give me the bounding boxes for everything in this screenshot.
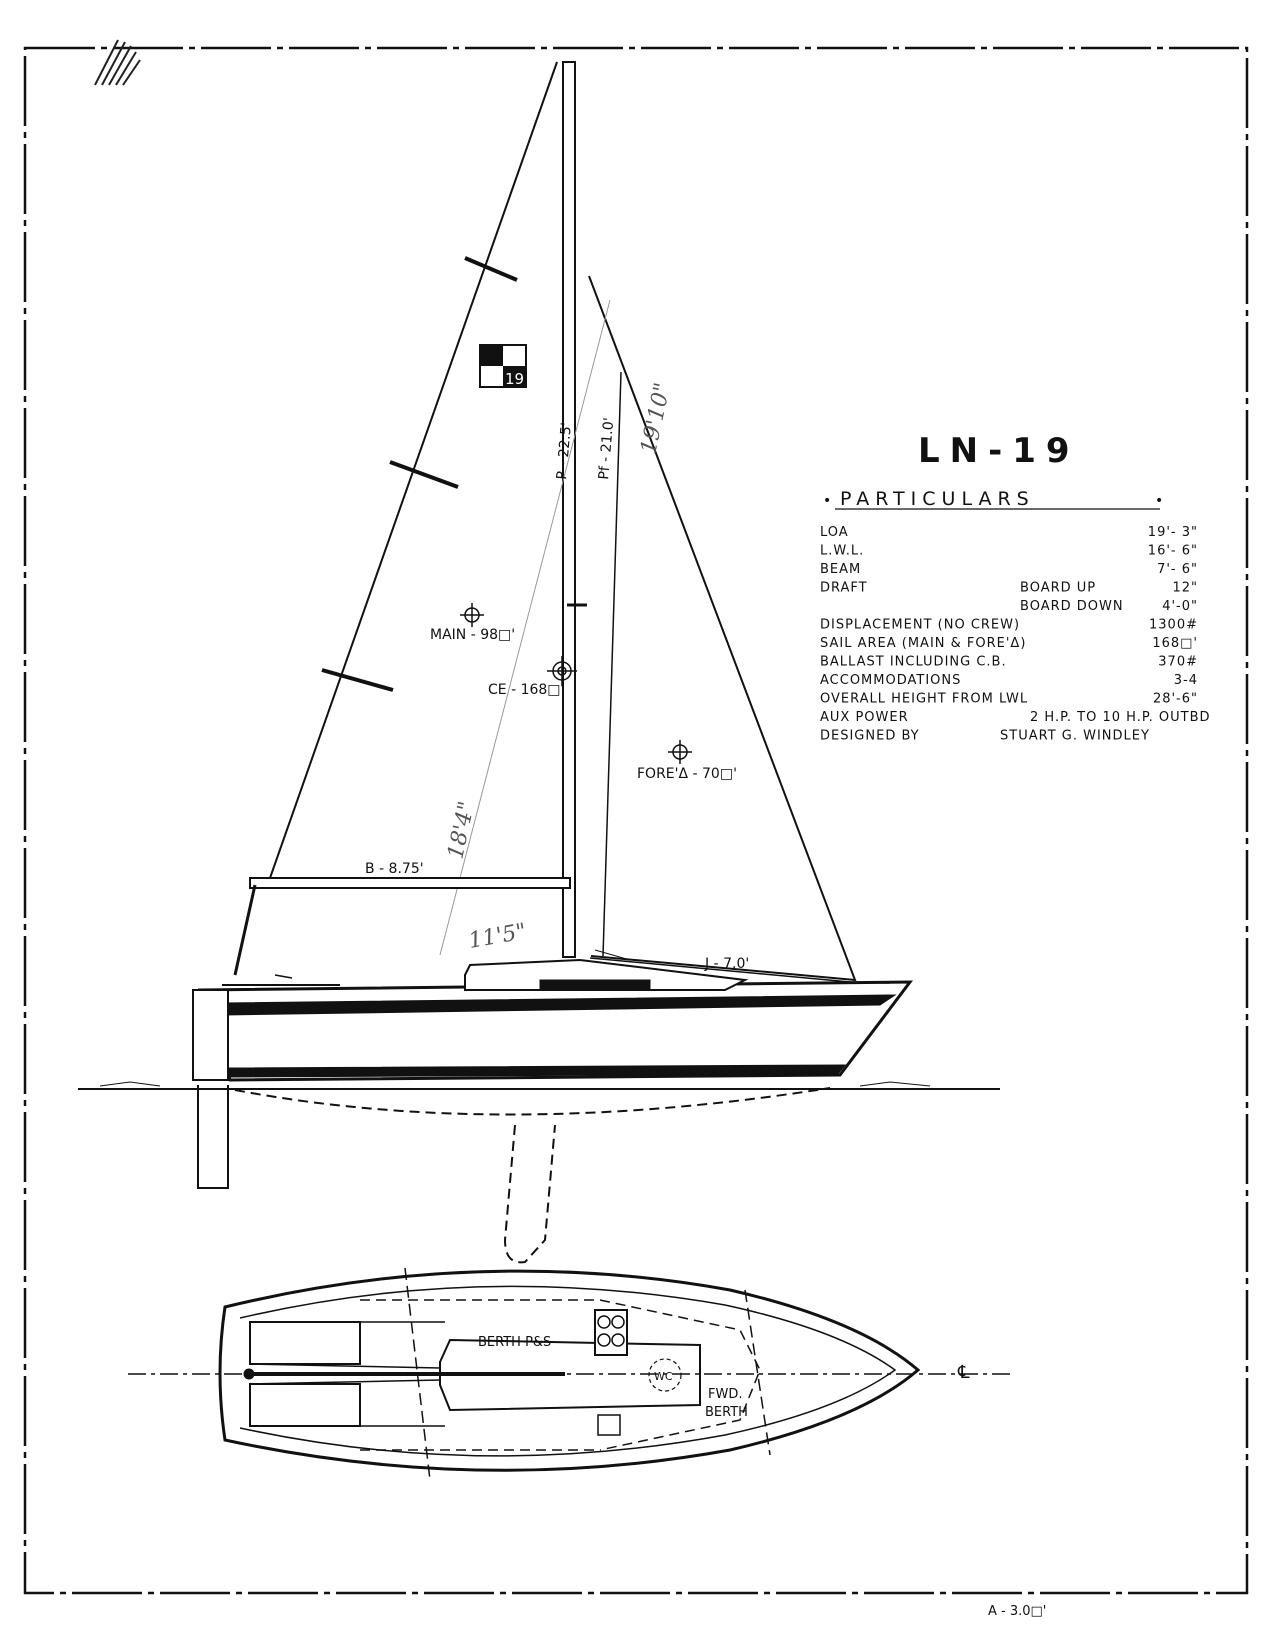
rudder	[197, 1085, 229, 1189]
particulars-label: LOA	[820, 525, 849, 540]
particulars-label: BEAM	[820, 562, 861, 577]
sail-insignia: 19	[479, 344, 527, 388]
particulars-label: AUX POWER	[820, 710, 909, 725]
sail-plan	[233, 61, 857, 983]
label-boom: B - 8.75'	[365, 861, 424, 877]
particulars-heading: PARTICULARS	[840, 488, 1035, 510]
label-wc: WC	[654, 1370, 673, 1383]
particulars-value: 19'- 3"	[1148, 525, 1198, 540]
center-markers	[460, 603, 692, 764]
waterline	[78, 1081, 1000, 1090]
label-fwd-berth: BERTH	[705, 1405, 748, 1420]
particulars-label: DISPLACEMENT (NO CREW)	[820, 618, 1020, 633]
particulars-sub: 2 H.P. TO 10 H.P. OUTBD	[1030, 710, 1211, 725]
particulars-label: ACCOMMODATIONS	[820, 673, 961, 688]
label-fwd: FWD.	[708, 1387, 742, 1402]
particulars-value: 3-4	[1174, 673, 1198, 688]
label-berth: BERTH P&S	[478, 1335, 551, 1350]
particulars-value: 370#	[1158, 655, 1198, 670]
particulars-value: 12"	[1172, 581, 1198, 596]
svg-text:•: •	[823, 493, 831, 509]
particulars-value: 16'- 6"	[1148, 544, 1198, 559]
sheet-border	[23, 46, 1249, 1595]
particulars-table: LOA 19'- 3" L.W.L. 16'- 6" BEAM 7'- 6" DRAFT BO…	[820, 525, 1211, 744]
particulars-label: SAIL AREA (MAIN & FORE'Δ)	[820, 636, 1026, 651]
particulars-label: DESIGNED BY	[820, 729, 920, 744]
centerline-symbol: ℄	[957, 1362, 970, 1383]
label-main-area: MAIN - 98□'	[430, 627, 515, 643]
label-ce: CE - 168□'	[488, 682, 564, 698]
particulars-value: 7'- 6"	[1157, 562, 1198, 577]
particulars-label: DRAFT	[820, 581, 868, 596]
drawing-title: LN-19	[918, 431, 1080, 471]
particulars-label: L.W.L.	[820, 544, 864, 559]
underwater-appendages	[234, 1087, 831, 1264]
particulars-value: 1300#	[1149, 618, 1198, 633]
particulars-value: 4'-0"	[1162, 599, 1198, 614]
particulars-value: 28'-6"	[1153, 692, 1198, 707]
hull-profile	[192, 958, 914, 1082]
particulars-sub: BOARD DOWN	[1020, 599, 1124, 614]
footer-area: A - 3.0□'	[988, 1604, 1046, 1619]
label-fore-area: FORE'Δ - 70□'	[637, 766, 737, 782]
svg-text:•: •	[1155, 493, 1163, 509]
particulars-sub: STUART G. WINDLEY	[1000, 729, 1150, 744]
sail-number: 19	[505, 370, 524, 388]
particulars-label: BALLAST INCLUDING C.B.	[820, 655, 1007, 670]
label-pf: Pf - 21.0'	[596, 417, 617, 481]
label-j: J - 7.0'	[704, 956, 749, 972]
corner-mark	[94, 39, 141, 86]
particulars-sub: BOARD UP	[1020, 581, 1096, 596]
label-p: P - 22.5'	[554, 422, 575, 481]
particulars-heading-group: • PARTICULARS •	[823, 488, 1163, 510]
particulars-label: OVERALL HEIGHT FROM LWL	[820, 692, 1028, 707]
note-foot: 11'5"	[467, 919, 529, 954]
particulars-value: 168□'	[1152, 636, 1198, 651]
